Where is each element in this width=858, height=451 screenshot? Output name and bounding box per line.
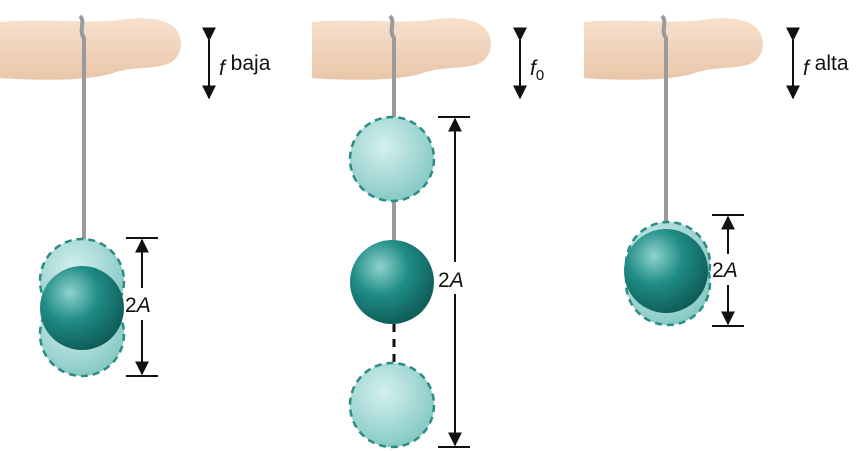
string xyxy=(388,14,396,248)
frequency-label: f0 xyxy=(530,57,544,84)
panel-resonant-frequency: f0 2A xyxy=(312,14,544,449)
hand-icon xyxy=(0,18,181,80)
frequency-label: f baja xyxy=(219,52,271,80)
ghost-ball-bottom xyxy=(348,361,436,449)
ball xyxy=(40,266,124,350)
panel-high-frequency: f alta 2A xyxy=(584,14,849,327)
ghost-ball-top xyxy=(348,115,436,203)
amplitude-label: 2A xyxy=(438,269,464,292)
panel-low-frequency: f baja 2A xyxy=(0,14,271,378)
hand-icon xyxy=(312,18,491,80)
amplitude-label: 2A xyxy=(125,294,151,317)
string xyxy=(660,14,668,238)
string xyxy=(78,14,86,270)
ball xyxy=(624,229,708,313)
ball xyxy=(350,240,434,324)
frequency-label: f alta xyxy=(803,52,849,80)
hand-icon xyxy=(584,18,763,80)
amplitude-label: 2A xyxy=(712,259,738,282)
